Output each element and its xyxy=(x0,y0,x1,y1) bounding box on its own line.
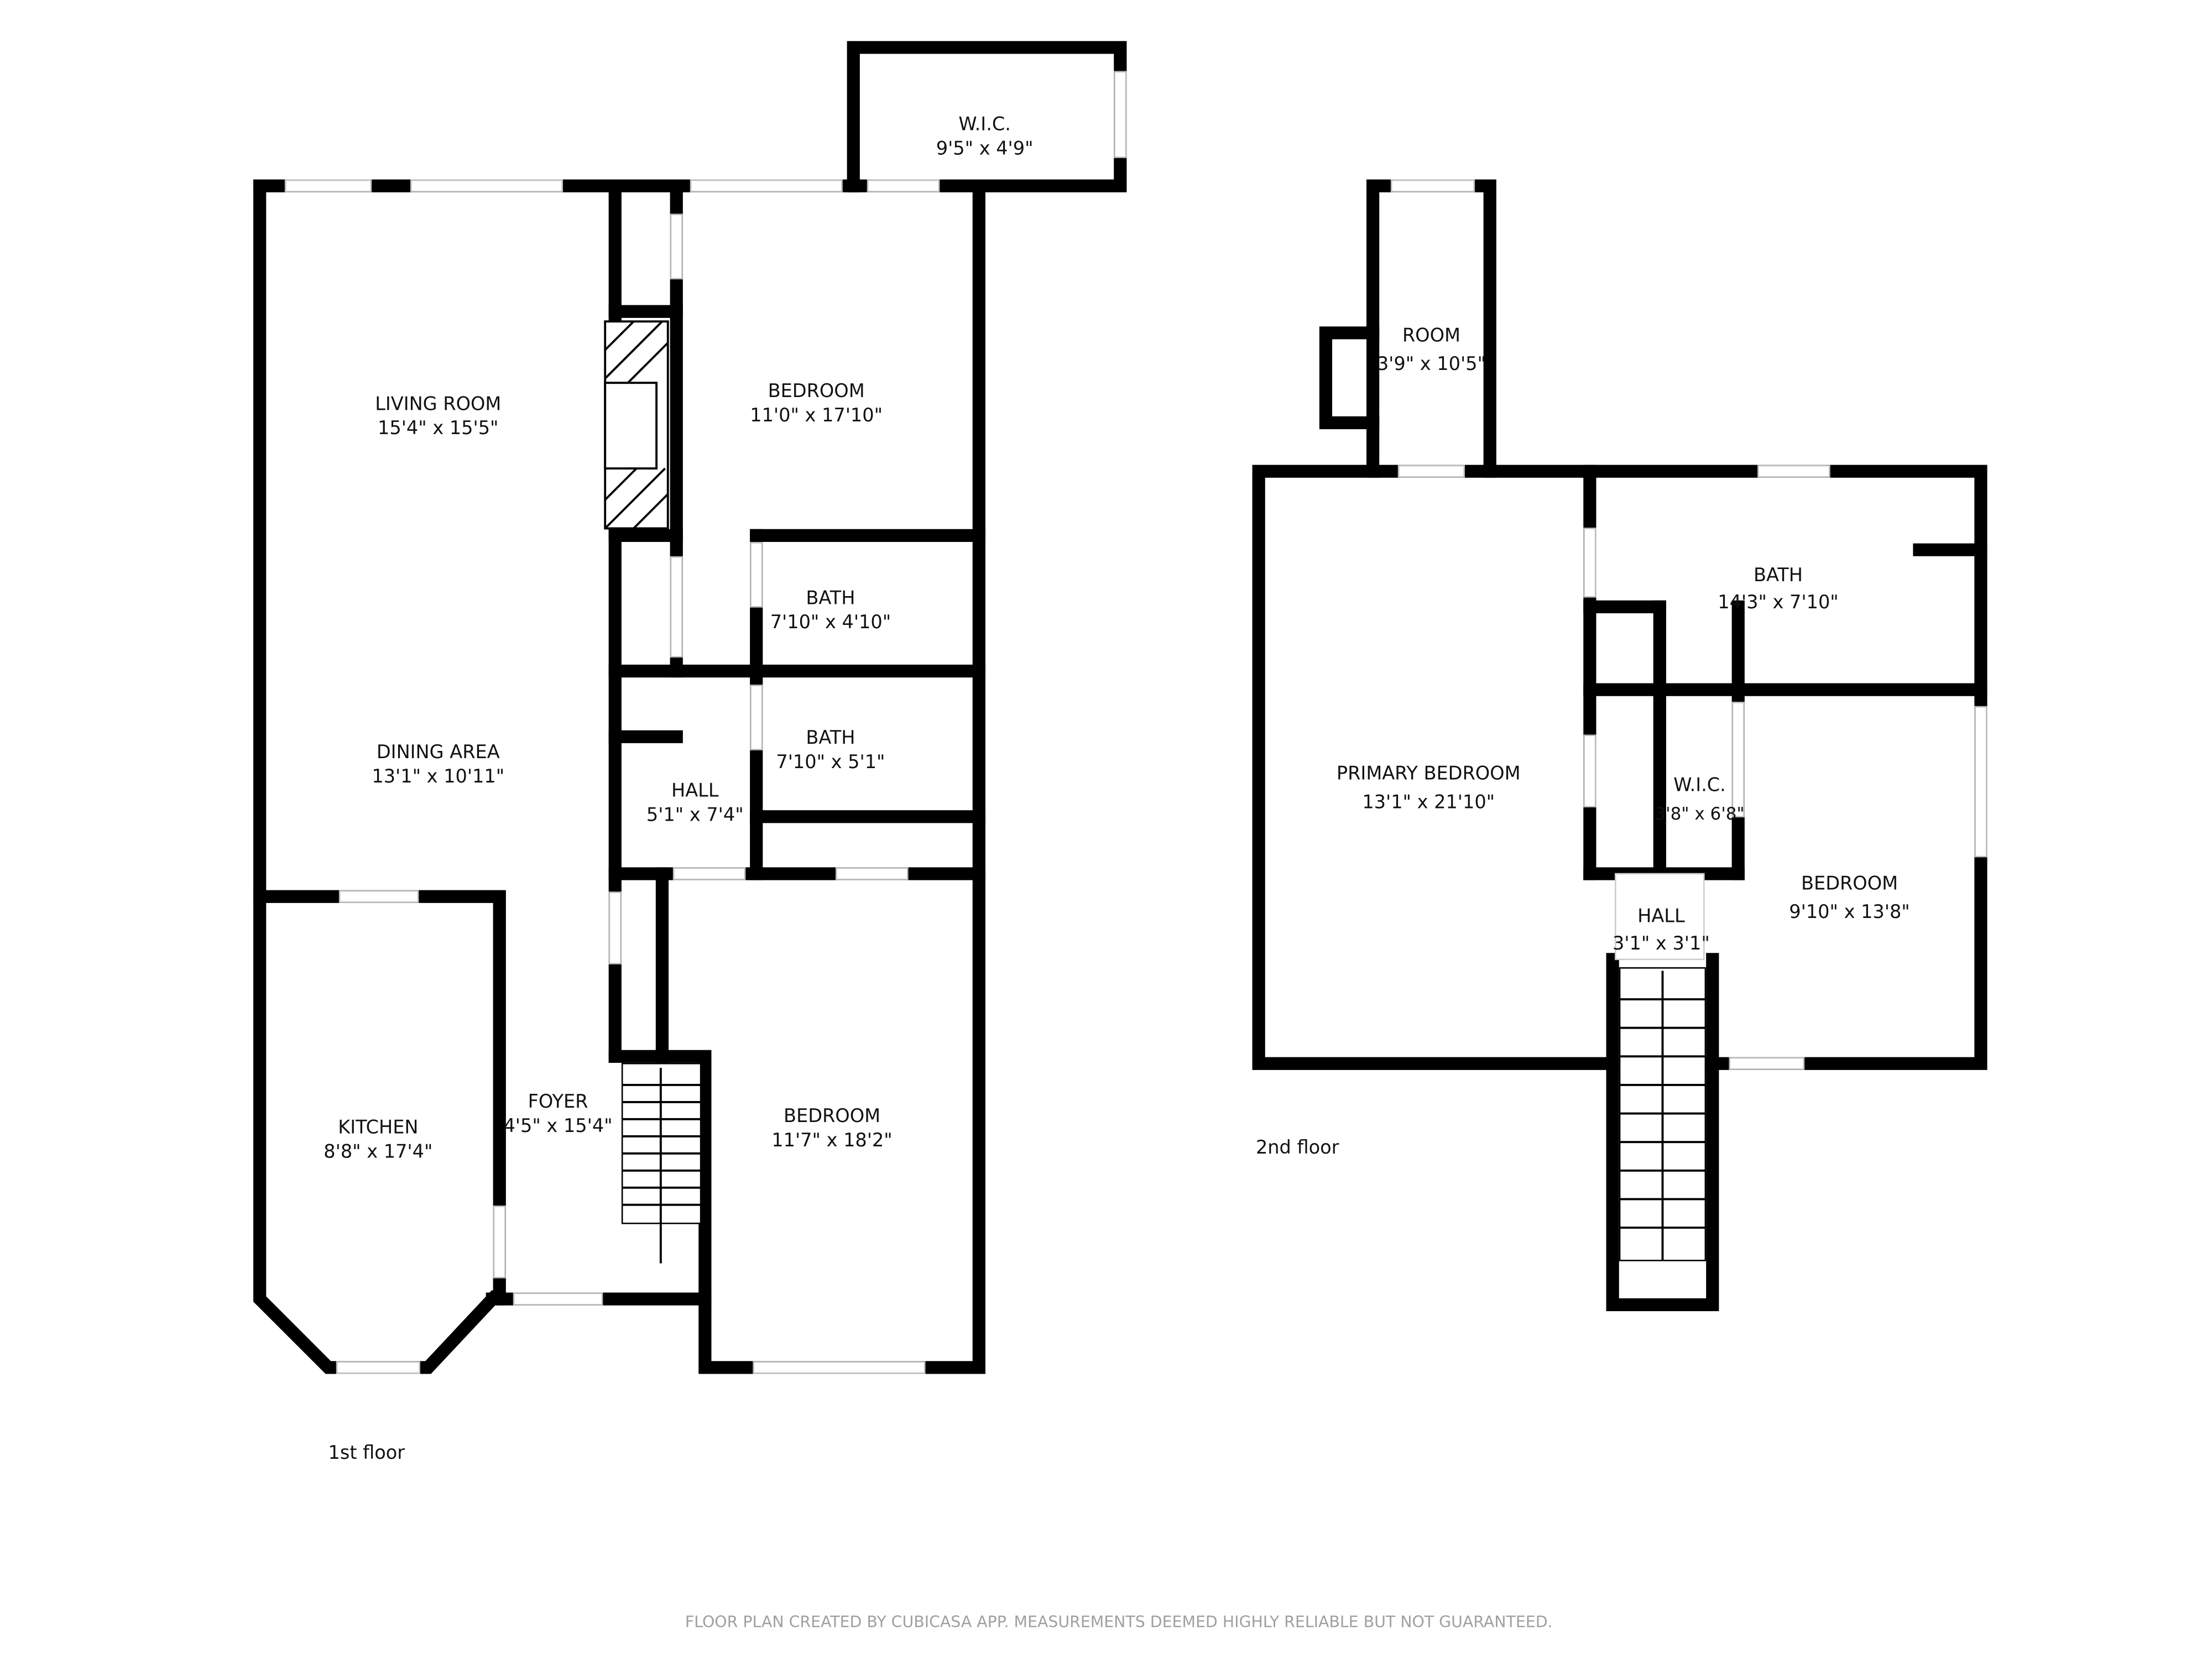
svg-text:PRIMARY BEDROOM: PRIMARY BEDROOM xyxy=(1337,763,1521,784)
room-label-bath: BATH 7'10" x 4'10" xyxy=(770,587,891,633)
svg-text:3'9" x 10'5": 3'9" x 10'5" xyxy=(1377,353,1486,374)
room-label-bedroom: BEDROOM 11'7" x 18'2" xyxy=(771,1105,892,1151)
room-label-living-room: LIVING ROOM 15'4" x 15'5" xyxy=(375,393,501,439)
svg-text:7'10" x 5'1": 7'10" x 5'1" xyxy=(776,751,885,773)
room-label-primary-bedroom: PRIMARY BEDROOM 13'1" x 21'10" xyxy=(1337,763,1521,813)
svg-text:7'10" x 4'10": 7'10" x 4'10" xyxy=(770,611,891,633)
svg-text:14'3" x 7'10": 14'3" x 7'10" xyxy=(1718,591,1838,613)
svg-text:W.I.C.: W.I.C. xyxy=(1673,774,1726,795)
second-floor-windows xyxy=(1390,179,1987,1070)
room-label-bath: BATH 7'10" x 5'1" xyxy=(776,727,885,773)
room-label-kitchen: KITCHEN 8'8" x 17'4" xyxy=(324,1117,432,1162)
room-label-bedroom: BEDROOM 9'10" x 13'8" xyxy=(1789,872,1910,922)
svg-text:3'8" x 6'8": 3'8" x 6'8" xyxy=(1655,804,1744,824)
svg-text:9'10" x 13'8": 9'10" x 13'8" xyxy=(1789,901,1910,922)
room-label-wic: W.I.C. 3'8" x 6'8" xyxy=(1655,774,1744,824)
stairs-icon xyxy=(1619,967,1707,1261)
svg-text:4'5" x 15'4": 4'5" x 15'4" xyxy=(503,1115,612,1136)
floor-label-1st: 1st floor xyxy=(328,1442,405,1463)
svg-text:3'1" x 3'1": 3'1" x 3'1" xyxy=(1613,932,1710,954)
room-label-bedroom: BEDROOM 11'0" x 17'10" xyxy=(750,380,883,426)
floor-label-2nd: 2nd floor xyxy=(1256,1136,1339,1158)
svg-text:11'0" x 17'10": 11'0" x 17'10" xyxy=(750,404,883,426)
stairs-icon xyxy=(621,1062,702,1264)
room-label-bath: BATH 14'3" x 7'10" xyxy=(1718,564,1838,613)
svg-text:LIVING ROOM: LIVING ROOM xyxy=(375,393,501,414)
svg-text:11'7" x 18'2": 11'7" x 18'2" xyxy=(771,1129,892,1151)
room-label-dining-area: DINING AREA 13'1" x 10'11" xyxy=(372,741,504,787)
svg-text:HALL: HALL xyxy=(671,780,719,801)
footer-disclaimer: FLOOR PLAN CREATED BY CUBICASA APP. MEAS… xyxy=(685,1613,1553,1631)
room-label-room: ROOM 3'9" x 10'5" xyxy=(1377,324,1486,374)
svg-text:BEDROOM: BEDROOM xyxy=(1801,872,1898,894)
room-label-foyer: FOYER 4'5" x 15'4" xyxy=(503,1091,612,1136)
room-label-hall: HALL 5'1" x 7'4" xyxy=(646,780,744,826)
svg-text:FOYER: FOYER xyxy=(528,1091,588,1112)
svg-text:13'1" x 10'11": 13'1" x 10'11" xyxy=(372,765,504,787)
svg-text:KITCHEN: KITCHEN xyxy=(338,1117,418,1138)
svg-text:5'1" x 7'4": 5'1" x 7'4" xyxy=(646,804,744,826)
svg-text:HALL: HALL xyxy=(1637,905,1685,927)
first-floor-windows xyxy=(284,71,1127,1374)
fireplace-icon xyxy=(604,320,669,530)
svg-text:9'5" x 4'9": 9'5" x 4'9" xyxy=(936,137,1034,159)
svg-text:BATH: BATH xyxy=(1754,564,1803,586)
svg-text:BEDROOM: BEDROOM xyxy=(784,1105,880,1126)
svg-text:15'4" x 15'5": 15'4" x 15'5" xyxy=(378,417,498,439)
svg-text:13'1" x 21'10": 13'1" x 21'10" xyxy=(1362,791,1495,812)
room-label-hall: HALL 3'1" x 3'1" xyxy=(1613,905,1710,954)
svg-text:ROOM: ROOM xyxy=(1402,324,1460,346)
svg-text:W.I.C.: W.I.C. xyxy=(958,113,1011,134)
svg-text:BEDROOM: BEDROOM xyxy=(768,380,865,401)
room-label-wic: W.I.C. 9'5" x 4'9" xyxy=(936,113,1034,159)
svg-text:BATH: BATH xyxy=(806,587,855,608)
svg-text:DINING AREA: DINING AREA xyxy=(377,741,500,763)
svg-text:8'8" x 17'4": 8'8" x 17'4" xyxy=(324,1141,432,1162)
svg-text:BATH: BATH xyxy=(806,727,855,748)
